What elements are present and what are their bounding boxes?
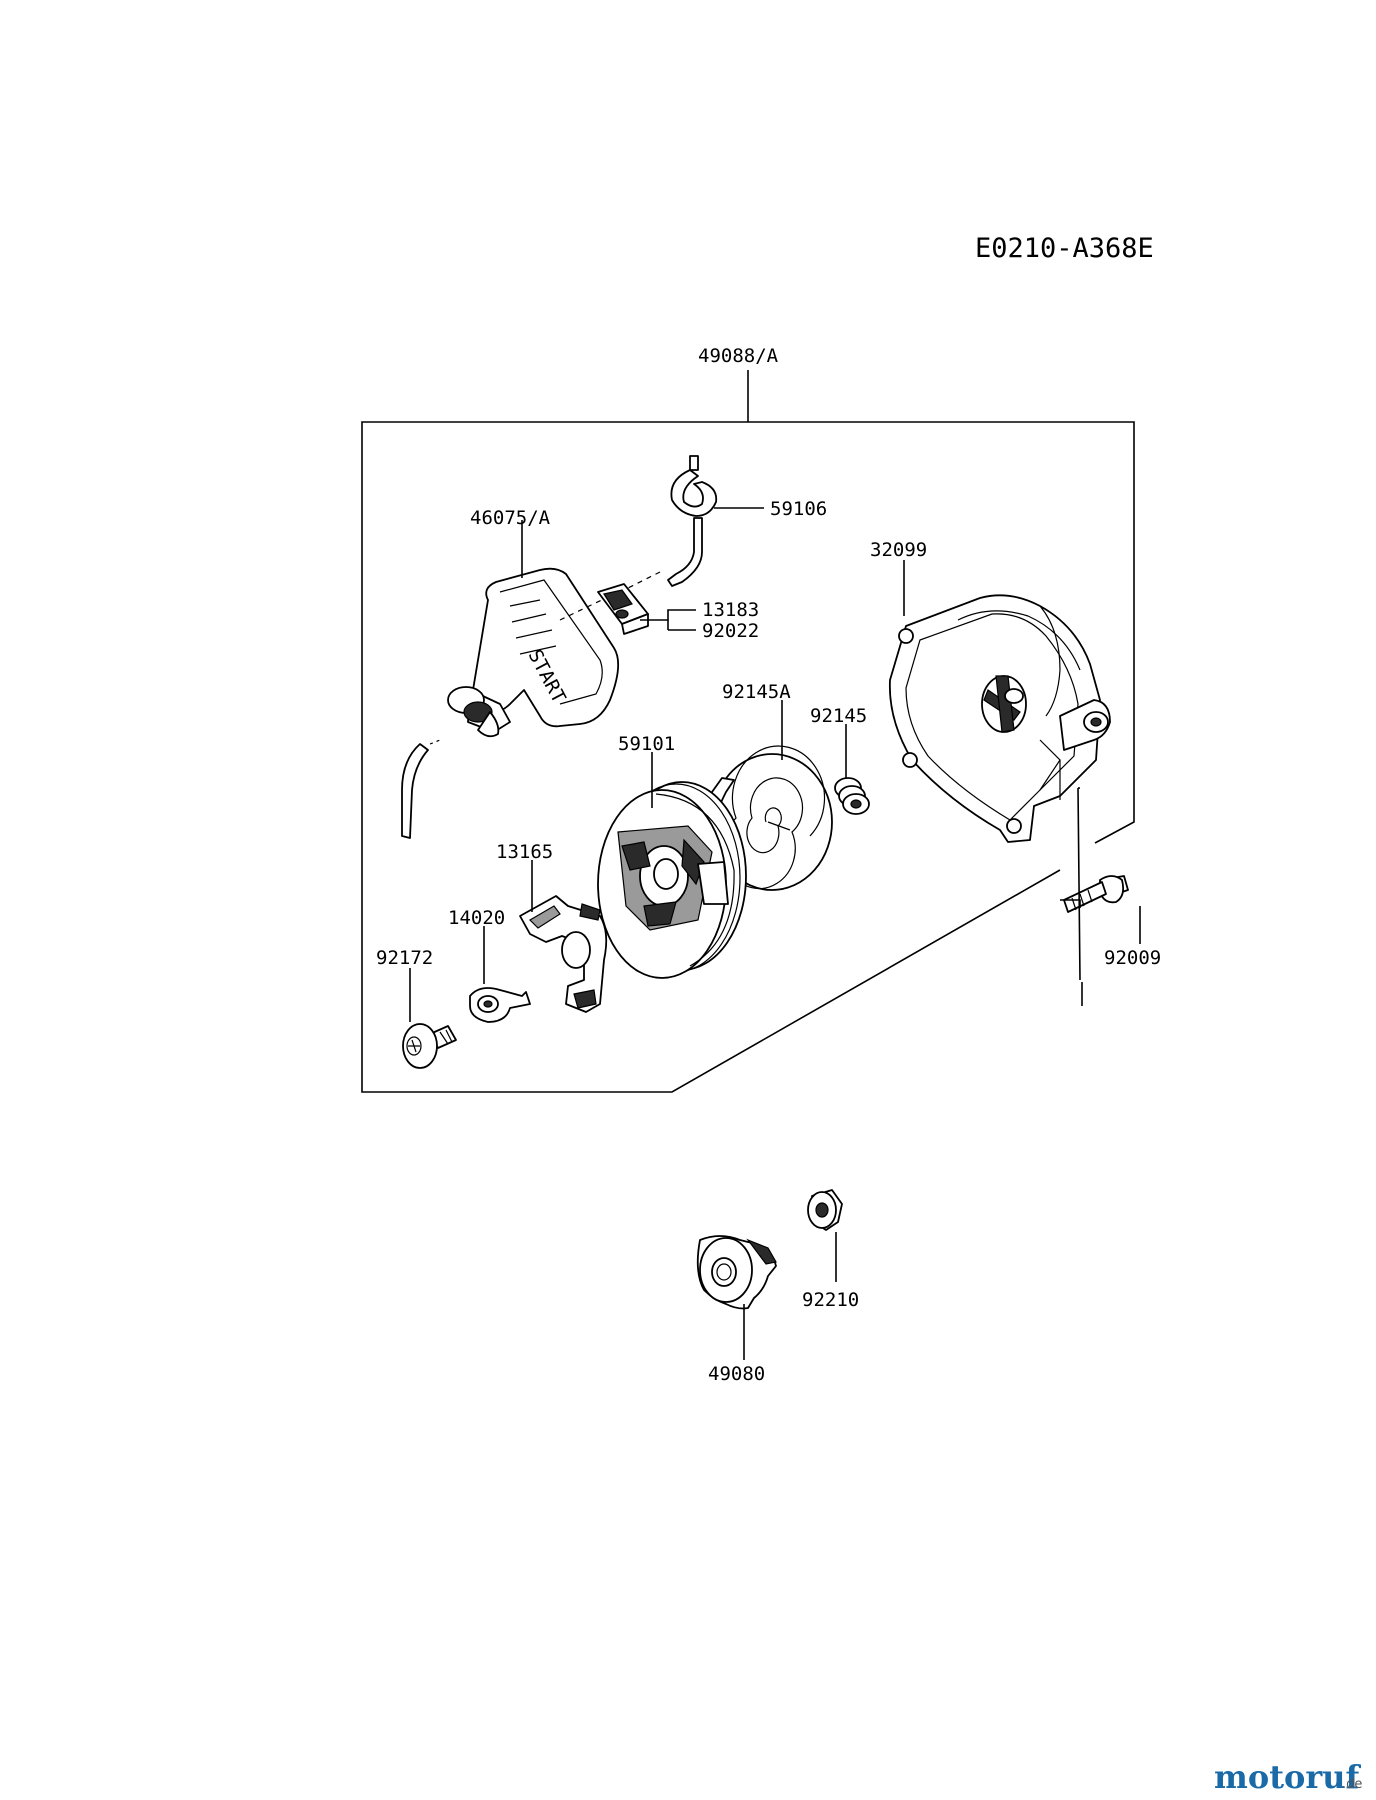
starter-rope — [401, 455, 718, 839]
assembly-frame — [361, 370, 1135, 1093]
label-92022: 92022 — [702, 620, 759, 642]
label-59106: 59106 — [770, 498, 827, 520]
label-59101: 59101 — [618, 733, 675, 755]
label-49088-a: 49088/A — [698, 345, 779, 367]
label-13183: 13183 — [702, 599, 759, 621]
label-92009: 92009 — [1104, 947, 1161, 969]
drive-hub — [696, 1235, 777, 1310]
diagram-code: E0210-A368E — [975, 233, 1154, 264]
label-14020: 14020 — [448, 907, 505, 929]
starter-case — [888, 594, 1111, 843]
label-92172: 92172 — [376, 947, 433, 969]
starter-handle: START — [447, 567, 620, 738]
label-32099: 32099 — [870, 539, 927, 561]
coil-spring — [834, 777, 870, 815]
pawl-guide — [469, 987, 531, 1023]
watermark-brand: motoruf — [1214, 1758, 1361, 1796]
label-92210: 92210 — [802, 1289, 859, 1311]
rope-clip — [597, 583, 649, 635]
rope-pulley — [597, 781, 747, 979]
label-92145: 92145 — [810, 705, 867, 727]
label-49080: 49080 — [708, 1363, 765, 1385]
watermark-tld: .de — [1342, 1777, 1362, 1792]
pan-screw — [402, 1023, 457, 1069]
watermark: motoruf .de — [1214, 1758, 1362, 1796]
label-46075-a: 46075/A — [470, 507, 551, 529]
ratchet-pawl — [519, 895, 608, 1013]
label-13165: 13165 — [496, 841, 553, 863]
flange-nut — [807, 1189, 843, 1231]
label-92145a: 92145A — [722, 681, 791, 703]
flange-bolt — [1060, 875, 1129, 1006]
